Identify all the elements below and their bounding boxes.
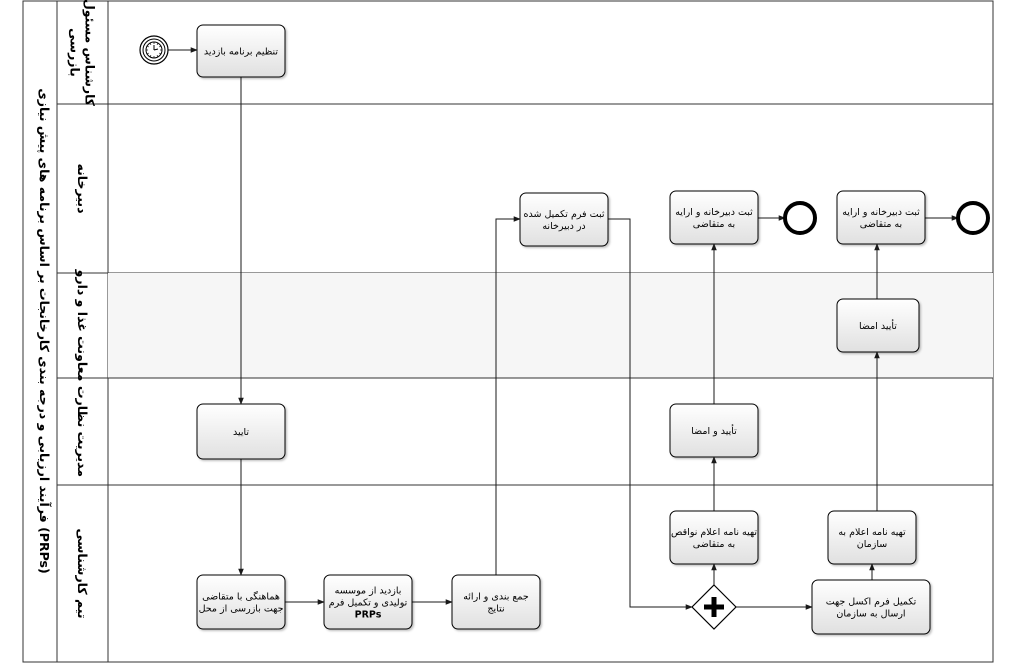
sequence-flow-arrow — [608, 218, 693, 610]
sequence-flow-arrow — [495, 216, 521, 575]
task-t-schedule[interactable]: تنظیم برنامه بازدید — [196, 24, 286, 78]
task-label-line: تهیه نامه اعلام نواقص — [671, 527, 757, 538]
event-nodes — [139, 35, 990, 630]
lane-label-line: معاونت غذا و دارو — [75, 269, 90, 382]
task-box — [811, 579, 931, 635]
lane-supervision: مدیریت نظارت — [57, 386, 993, 486]
task-box — [196, 24, 286, 78]
task-label-line: ارسال به سازمان — [836, 609, 905, 620]
task-label-line: PRPs — [355, 610, 382, 621]
lane-label-deputy: معاونت غذا و دارو — [75, 269, 90, 382]
pool-title: فرآیند ارزیابی و درجه بندی کارخانجات بر … — [37, 88, 52, 573]
task-label-line: در دبیرخانه — [542, 221, 585, 232]
task-label: تأیید امضا — [859, 319, 897, 332]
lane-label-line: تیم کارشناسی — [75, 528, 90, 618]
task-box — [669, 403, 759, 458]
lane-label-line: بازرسی — [68, 28, 83, 77]
task-box — [836, 190, 926, 245]
task-box — [827, 510, 917, 565]
task-label-line: تکمیل فرم اکسل جهت — [826, 597, 917, 608]
task-box — [323, 574, 413, 630]
plus-icon — [704, 597, 724, 617]
task-label-line: ثبت دبیرخانه و ارایه — [842, 207, 920, 218]
parallel-gateway[interactable] — [691, 584, 737, 630]
task-nodes: تنظیم برنامه بازدید تایید هماهنگی با متقاض… — [196, 24, 931, 635]
task-label-line: تهیه نامه اعلام به — [838, 527, 906, 538]
task-box — [669, 510, 759, 565]
task-label-line: به متقاضی — [693, 539, 735, 550]
lane-experts: تیم کارشناسی — [75, 528, 90, 618]
lane-inspector: کارشناس مسئولبازرسی — [57, 0, 993, 107]
clock-icon — [145, 41, 163, 59]
lane-label-experts: تیم کارشناسی — [75, 528, 90, 618]
lane-label-supervision: مدیریت نظارت — [75, 386, 90, 477]
task-label-line: جمع بندی و ارائه — [463, 592, 529, 603]
task-label-line: هماهنگی با متقاضی — [202, 591, 280, 603]
task-label-line: سازمان — [857, 539, 887, 550]
task-label-line: تأیید امضا — [859, 319, 897, 332]
task-t-sign-approve[interactable]: تأیید امضا — [836, 298, 920, 353]
lane-label-inspector: کارشناس مسئولبازرسی — [68, 0, 98, 107]
task-label-line: به متقاضی — [860, 219, 902, 230]
task-label-line: تأیید و امضا — [691, 424, 737, 437]
task-label: تنظیم برنامه بازدید — [204, 47, 278, 58]
task-box — [451, 574, 541, 630]
lane-label-line: دبیرخانه — [75, 164, 90, 214]
lane-label-line: مدیریت نظارت — [75, 386, 90, 477]
task-label-line: تایید — [233, 427, 249, 438]
task-box — [669, 190, 759, 245]
task-label-line: تنظیم برنامه بازدید — [204, 47, 278, 58]
task-label: تأیید و امضا — [691, 424, 737, 437]
task-label-line: جهت بازرسی از محل — [199, 604, 284, 615]
task-label-line: ثبت دبیرخانه و ارایه — [675, 207, 753, 218]
end-event[interactable] — [783, 201, 817, 235]
task-t-approve-sign[interactable]: تأیید و امضا — [669, 403, 759, 458]
task-box — [196, 574, 286, 630]
task-label-line: بازدید از موسسه — [335, 586, 402, 597]
lane-label-secretariat: دبیرخانه — [75, 164, 90, 214]
task-label-line: ثبت فرم تکمیل شده — [524, 209, 605, 220]
task-box — [519, 192, 609, 247]
task-box — [836, 298, 920, 353]
task-box — [196, 403, 286, 460]
sequence-flows — [168, 47, 959, 610]
task-label-line: به متقاضی — [693, 219, 735, 230]
task-label: تایید — [233, 427, 249, 438]
end-event[interactable] — [956, 201, 990, 235]
timer-start-event[interactable] — [139, 35, 169, 65]
lane-label-line: کارشناس مسئول — [83, 0, 98, 107]
task-label-line: تولیدی و تکمیل فرم — [329, 598, 408, 609]
task-t-approve[interactable]: تایید — [196, 403, 286, 460]
task-label-line: نتایج — [487, 604, 504, 615]
